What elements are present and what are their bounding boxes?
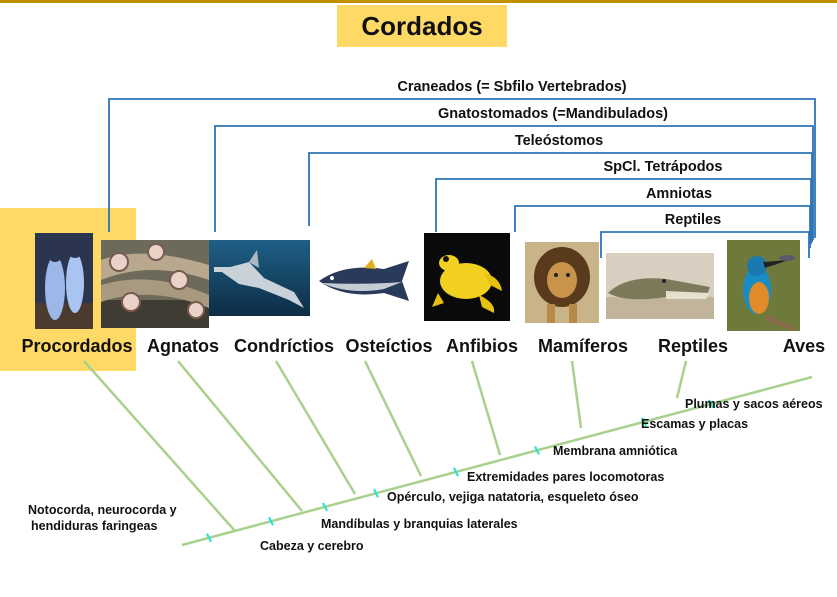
branch-agnatos	[177, 360, 303, 512]
branch-anfibios	[470, 360, 502, 456]
branch-condrictios	[274, 360, 357, 495]
tick-1	[206, 533, 212, 543]
group-label-aves: Aves	[783, 336, 825, 356]
tick-8	[708, 399, 714, 409]
group-label-reptiles: Reptiles	[658, 336, 728, 356]
char-label-notocorda-1: Notocorda, neurocorda y	[28, 503, 177, 517]
kingfisher-photo-icon	[727, 240, 800, 331]
branch-osteictios	[363, 360, 423, 477]
lion-photo-icon	[525, 242, 599, 323]
bracket-tetrapodos	[435, 178, 812, 244]
character-labels: Notocorda, neurocorda y hendiduras farin…	[28, 397, 823, 553]
char-label-membrana: Membrana amniótica	[553, 444, 678, 458]
char-label-notocorda-2: hendiduras faringeas	[31, 519, 157, 533]
frog-photo-icon	[424, 233, 510, 321]
bracket-craneados	[108, 98, 816, 238]
clade-label-amniotas: Amniotas	[646, 186, 712, 202]
clade-label-gnatostomados: Gnatostomados (=Mandibulados)	[438, 106, 668, 122]
page-title: Cordados	[361, 10, 483, 41]
clade-brackets	[108, 98, 816, 258]
char-label-extremidades: Extremidades pares locomotoras	[467, 470, 664, 484]
group-labels: Procordados Agnatos Condríctios Osteícti…	[21, 336, 825, 356]
char-label-cabeza: Cabeza y cerebro	[260, 539, 364, 553]
clade-label-tetrapodos: SpCl. Tetrápodos	[604, 159, 723, 175]
synapomorphy-ticks	[206, 399, 714, 543]
shark-photo-icon	[209, 240, 310, 316]
tick-2	[268, 516, 274, 526]
tick-4	[373, 488, 379, 498]
title-box: Cordados	[337, 5, 507, 47]
char-label-plumas: Plumas y sacos aéreos	[685, 397, 823, 411]
char-label-escamas: Escamas y placas	[641, 417, 748, 431]
char-label-operculo: Opérculo, vejiga natatoria, esqueleto ós…	[387, 490, 639, 504]
tick-6	[534, 445, 540, 455]
clade-label-reptiles: Reptiles	[665, 212, 721, 228]
bracket-teleostomos	[308, 152, 813, 242]
group-label-condrictios: Condríctios	[234, 336, 334, 356]
group-label-agnatos: Agnatos	[147, 336, 219, 356]
branch-mamiferos	[570, 360, 583, 429]
clade-label-craneados: Craneados (= Sbfilo Vertebrados)	[397, 79, 626, 95]
clade-labels: Craneados (= Sbfilo Vertebrados) Gnatost…	[397, 79, 722, 228]
group-label-anfibios: Anfibios	[446, 336, 518, 356]
tick-3	[322, 502, 328, 512]
group-label-osteictios: Osteíctios	[345, 336, 432, 356]
top-rule	[0, 0, 837, 3]
group-label-procordados: Procordados	[21, 336, 132, 356]
tick-7	[641, 417, 647, 427]
bracket-gnatostomados	[214, 125, 814, 240]
bracket-amniotas	[514, 205, 811, 248]
tick-5	[453, 467, 459, 477]
branch-reptiles	[675, 360, 688, 399]
char-label-mandibulas: Mandíbulas y branquias laterales	[321, 517, 518, 531]
lamprey-photo-icon	[101, 240, 209, 328]
tree-branches	[83, 360, 813, 547]
tree-trunk	[181, 375, 813, 547]
group-label-mamiferos: Mamíferos	[538, 336, 628, 356]
bracket-reptiles	[600, 231, 810, 258]
tunicate-photo-icon	[35, 233, 93, 329]
clade-label-teleostomos: Teleóstomos	[515, 133, 603, 149]
crocodile-photo-icon	[606, 253, 714, 319]
branch-procordados	[83, 360, 236, 532]
tuna-photo-icon	[314, 255, 424, 306]
